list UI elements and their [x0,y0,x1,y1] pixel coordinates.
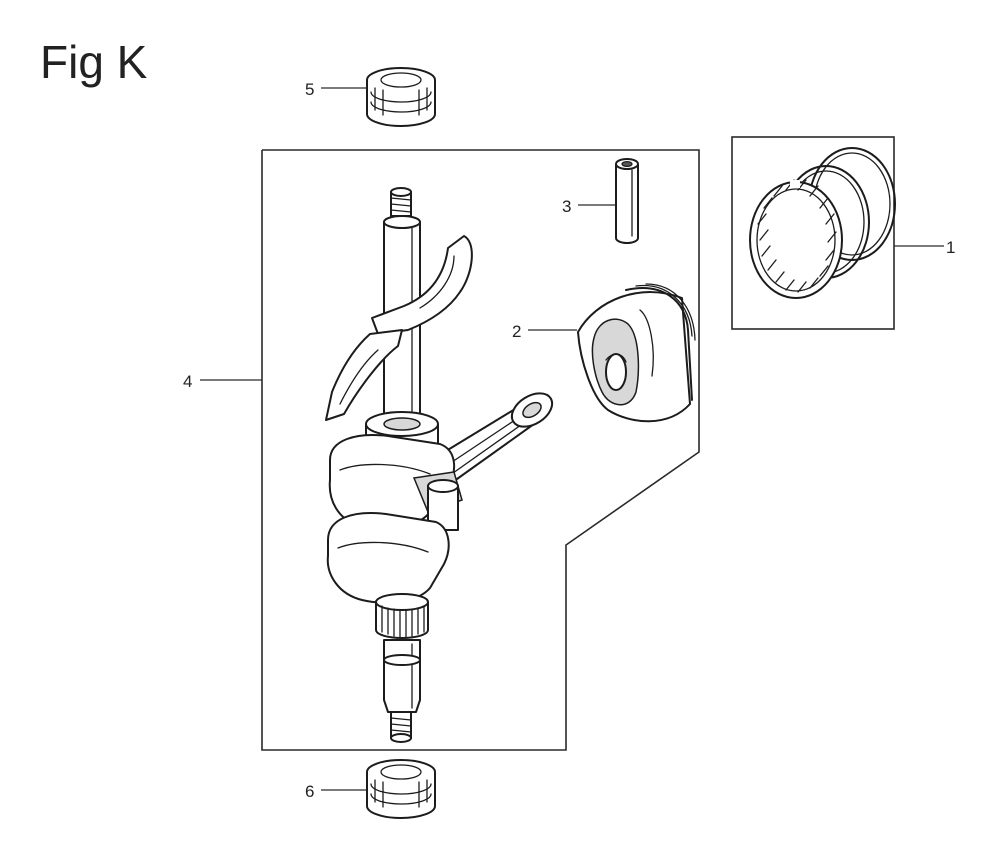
callout-3: 3 [562,197,571,216]
piston-ring-set [749,147,896,299]
piston-pin [615,158,639,244]
crankshaft-assembly [325,187,554,743]
oil-seal-bottom [366,759,436,819]
callout-4: 4 [183,372,192,391]
callout-2: 2 [512,322,521,341]
callout-6: 6 [305,782,314,801]
piston [577,283,696,423]
callout-5: 5 [305,80,314,99]
figure-title: Fig K [40,36,148,88]
callout-1: 1 [946,238,955,257]
oil-seal-top [366,67,436,127]
ring-set-frame [731,136,895,330]
assembly-frame [261,149,700,751]
